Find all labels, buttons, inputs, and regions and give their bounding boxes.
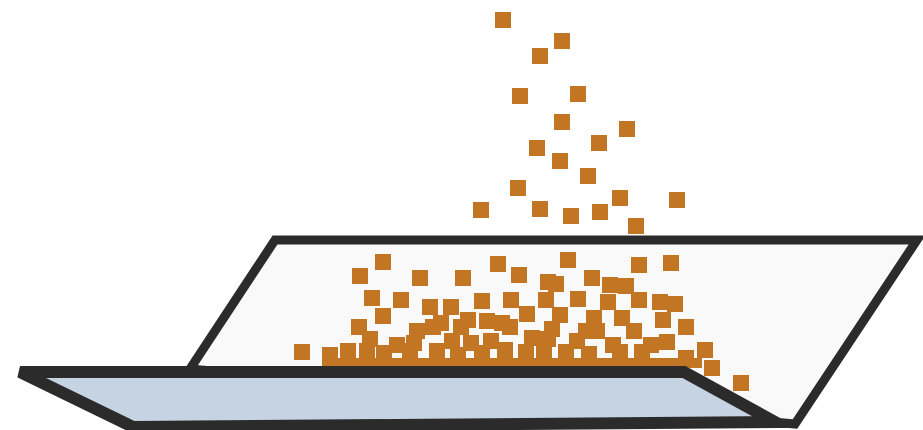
granule [502,319,518,335]
granule [570,86,586,102]
granule [552,153,568,169]
granule [659,334,675,350]
granule [532,48,548,64]
granule [402,343,418,359]
granule [375,254,391,270]
granule [663,255,679,271]
granule [340,343,356,359]
granule [667,296,683,312]
granule [497,342,513,358]
granule [589,323,605,339]
granule [536,342,552,358]
granule [554,33,570,49]
granule [591,135,607,151]
granule [443,299,459,315]
granule [352,268,368,284]
granule [612,344,628,360]
collection-tray-frame [20,372,775,427]
granule [600,294,616,310]
granule [580,168,596,184]
granule [510,180,526,196]
granule [570,291,586,307]
granule [618,278,634,294]
granule [563,208,579,224]
granule [425,319,441,335]
granule [519,306,535,322]
granule [294,344,310,360]
granule [364,290,380,306]
granule [733,375,749,391]
granule [538,292,554,308]
granule [518,344,534,360]
granule [602,277,618,293]
granule [412,270,428,286]
granule [474,293,490,309]
granule [495,12,511,28]
granule [444,333,460,349]
granule [678,319,694,335]
granule [631,257,647,273]
granule [503,292,519,308]
granule [558,344,574,360]
granule [652,294,668,310]
granule [612,190,628,206]
granule [359,343,375,359]
granule [552,307,568,323]
granule [455,270,471,286]
granule [479,313,495,329]
granule [490,256,506,272]
collection-tray [20,372,775,427]
granule [511,267,527,283]
granule [512,88,528,104]
granule [473,202,489,218]
granule [628,218,644,234]
granule [554,114,570,130]
granule [669,192,685,208]
granule [422,299,438,315]
granule [592,204,608,220]
granule [532,201,548,217]
granule [704,360,720,376]
granule [655,312,671,328]
granule [619,121,635,137]
granule [634,344,650,360]
granule [697,342,713,358]
granule [560,252,576,268]
granule [453,319,469,335]
granule [584,270,600,286]
granule [548,276,564,292]
granule [529,140,545,156]
granule [375,308,391,324]
granule [393,292,409,308]
granule [626,323,642,339]
granule [631,292,647,308]
granule [429,343,445,359]
